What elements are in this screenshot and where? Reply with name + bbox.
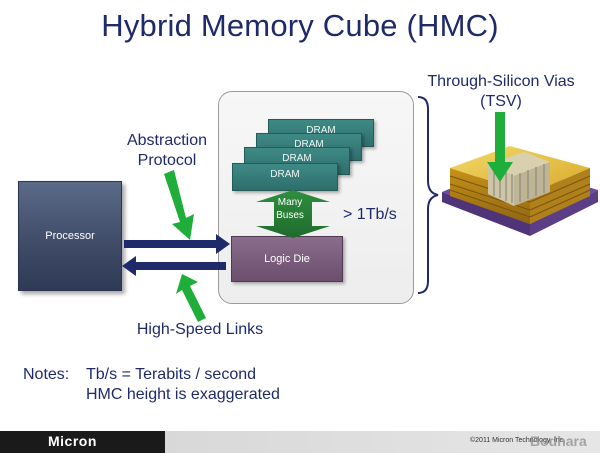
many-buses-arrow — [256, 190, 330, 238]
dram-layer: DRAM — [232, 163, 338, 191]
notes-line-2: HMC height is exaggerated — [86, 386, 280, 403]
notes-prefix: Notes: — [23, 366, 70, 383]
link-arrow-right — [124, 234, 230, 254]
abstraction-label-line2: Protocol — [137, 152, 197, 169]
processor-block: Processor — [18, 181, 122, 291]
link-arrow-left — [122, 256, 226, 276]
bandwidth-label: > 1Tb/s — [343, 206, 397, 223]
tsv-label-line1: Through-Silicon Vias — [427, 73, 575, 90]
abstraction-arrow-icon — [164, 170, 194, 240]
logic-die-block: Logic Die — [231, 236, 343, 282]
abstraction-label: Abstraction Protocol — [112, 131, 222, 171]
copyright-text: ©2011 Micron Technology, Inc. — [470, 437, 566, 444]
tsv-arrow-icon — [487, 112, 513, 182]
links-arrow-icon — [176, 274, 206, 322]
micron-logo: Micron — [48, 433, 97, 449]
tsv-label: Through-Silicon Vias (TSV) — [412, 72, 590, 112]
right-brace — [417, 96, 439, 294]
high-speed-link-arrows — [122, 234, 230, 276]
many-buses-line1: Many — [277, 197, 303, 208]
high-speed-links-label: High-Speed Links — [136, 321, 264, 338]
slide-title: Hybrid Memory Cube (HMC) — [101, 8, 499, 43]
notes-line-1: Tb/s = Terabits / second — [86, 366, 257, 383]
hmc-3d-cube-image — [442, 146, 598, 236]
many-buses-label: Many Buses — [255, 196, 325, 222]
many-buses-line2: Buses — [276, 210, 304, 221]
watermark: Bodhara — [530, 433, 587, 449]
abstraction-label-line1: Abstraction — [126, 132, 208, 149]
footer-right-panel — [165, 431, 600, 453]
tsv-label-line2: (TSV) — [480, 93, 522, 110]
